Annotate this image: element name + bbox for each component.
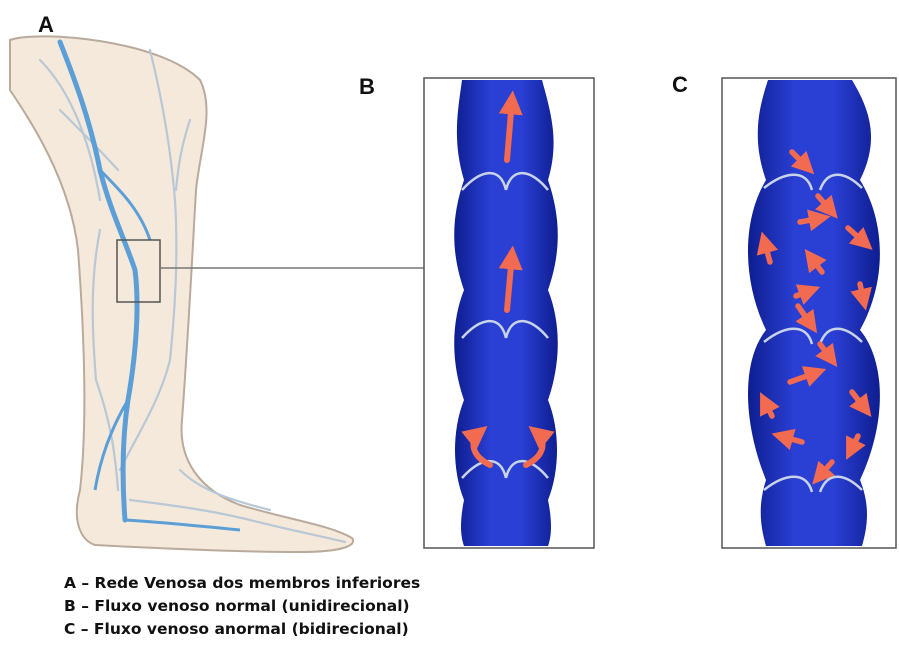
turbulent-arrow (860, 284, 864, 302)
panel-c-label: C (672, 72, 688, 98)
caption-line-a: A – Rede Venosa dos membros inferiores (64, 572, 420, 595)
caption-line-c: C – Fluxo venoso anormal (bidirecional) (64, 618, 420, 641)
leg-shape (10, 36, 353, 552)
panel-a-label: A (38, 12, 54, 38)
panel-b-label: B (359, 74, 375, 100)
leg-illustration (10, 36, 424, 552)
caption-line-b: B – Fluxo venoso normal (unidirecional) (64, 595, 420, 618)
figure-caption: A – Rede Venosa dos membros inferiores B… (64, 572, 420, 641)
panel-c-abnormal-flow (722, 78, 896, 548)
panel-b-normal-flow (424, 78, 594, 548)
vessel-c (748, 80, 880, 546)
